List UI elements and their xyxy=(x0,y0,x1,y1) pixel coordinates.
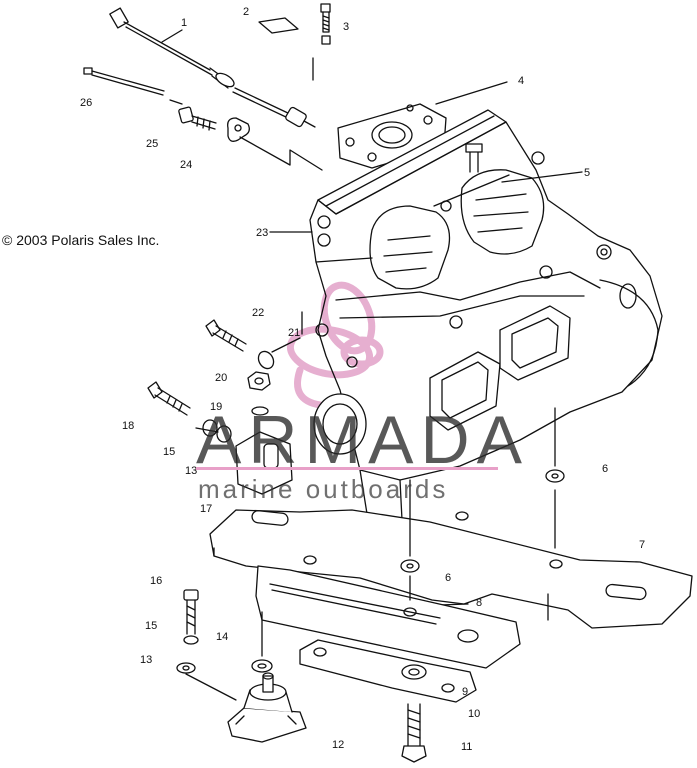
callout-1: 1 xyxy=(181,17,187,29)
callout-3: 3 xyxy=(343,21,349,33)
callout-19: 19 xyxy=(210,401,222,413)
callout-11: 11 xyxy=(461,741,472,753)
washer-19 xyxy=(251,406,269,416)
washer-14 xyxy=(251,659,273,673)
washer-15-upper xyxy=(202,419,218,437)
callout-2: 2 xyxy=(243,6,249,18)
bolt-16 xyxy=(183,589,199,635)
brand-logo-mark xyxy=(286,281,384,409)
callout-12: 12 xyxy=(332,739,344,751)
bolt-22 xyxy=(205,319,247,352)
callout-5: 5 xyxy=(584,167,590,179)
callout-20: 20 xyxy=(215,372,227,384)
lock-washer-15 xyxy=(183,635,199,645)
bracket-24 xyxy=(227,117,250,142)
nut-20 xyxy=(247,371,271,391)
callout-26: 26 xyxy=(80,97,92,109)
callout-10: 10 xyxy=(468,708,480,720)
callout-8: 8 xyxy=(476,597,482,609)
callout-16: 16 xyxy=(150,575,162,587)
washer-21 xyxy=(257,350,275,370)
choke-rod xyxy=(83,67,165,96)
callout-17: 17 xyxy=(200,503,212,515)
bolt-11 xyxy=(401,703,427,763)
callout-7: 7 xyxy=(639,539,645,551)
washer-6-center xyxy=(400,559,420,573)
callout-6-center: 6 xyxy=(445,572,451,584)
callout-6-right: 6 xyxy=(602,463,608,475)
copyright-notice: © 2003 Polaris Sales Inc. xyxy=(2,232,160,248)
callout-13-upper: 13 xyxy=(185,465,197,477)
washer-10 xyxy=(401,664,427,680)
callout-13-lower: 13 xyxy=(140,654,152,666)
callout-24: 24 xyxy=(180,159,192,171)
decal xyxy=(258,17,299,34)
screw-3 xyxy=(320,3,331,45)
throttle-cable xyxy=(109,7,316,128)
callout-14: 14 xyxy=(216,631,228,643)
watermark-brand: ARMADA xyxy=(196,402,529,478)
support-rail xyxy=(255,565,521,669)
washer-6-right xyxy=(545,469,565,483)
fitting-25 xyxy=(178,106,217,131)
mount-bracket xyxy=(235,431,293,495)
bolt-18 xyxy=(147,381,191,416)
watermark-rule xyxy=(196,467,498,470)
rubber-isolator-12 xyxy=(227,672,307,743)
watermark-tagline: marine outboards xyxy=(198,474,449,504)
callout-21: 21 xyxy=(288,327,300,339)
flat-washer-13 xyxy=(176,662,196,674)
callout-22: 22 xyxy=(252,307,264,319)
callout-15-lower: 15 xyxy=(145,620,157,632)
callout-4: 4 xyxy=(518,75,524,87)
strap-9 xyxy=(299,639,477,703)
callout-23: 23 xyxy=(256,227,268,239)
callout-labels: 1 2 3 4 5 6 6 7 8 9 10 11 12 13 13 14 15… xyxy=(80,6,645,753)
callout-18: 18 xyxy=(122,420,134,432)
engine-block xyxy=(309,103,663,521)
callout-9: 9 xyxy=(462,686,468,698)
callout-15-upper: 15 xyxy=(163,446,175,458)
callout-25: 25 xyxy=(146,138,158,150)
